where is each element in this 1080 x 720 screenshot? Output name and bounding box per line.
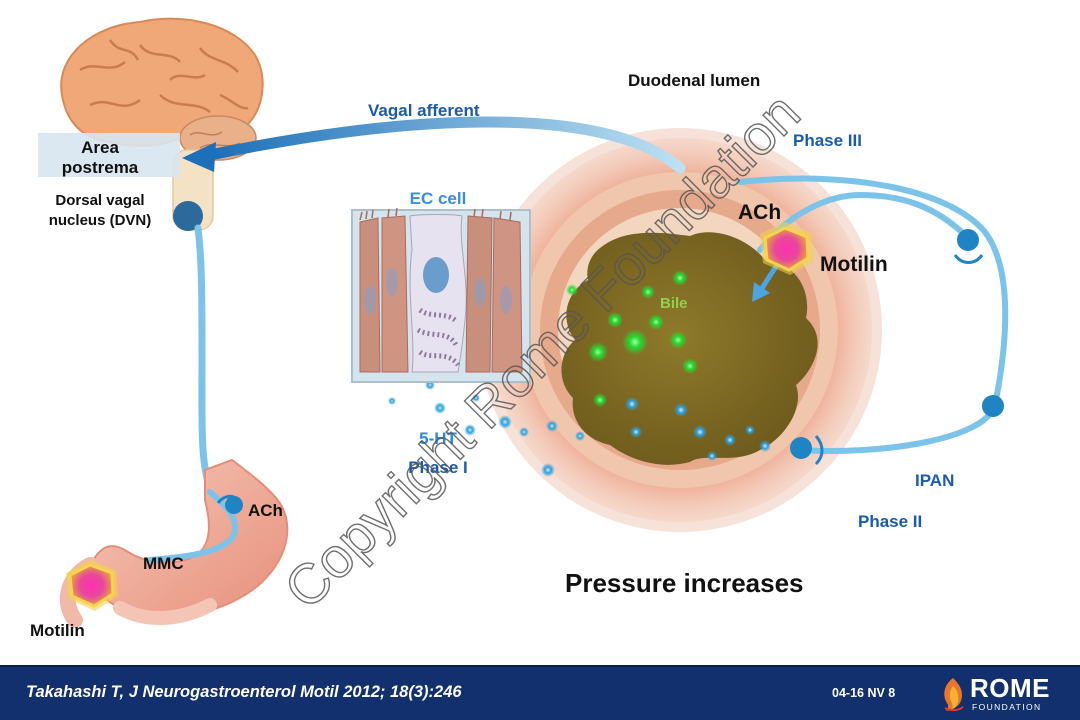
vagal-afferent-arrow (204, 116, 686, 174)
5ht-label: 5-HT (419, 429, 457, 448)
ach-top-label: ACh (738, 201, 781, 224)
logo-main-text: ROME (970, 673, 1050, 703)
pressure-increases-label: Pressure increases (565, 568, 804, 598)
ach-stomach-label: ACh (248, 501, 283, 520)
mmc-label: MMC (143, 554, 184, 573)
ipan-synapse-1 (953, 254, 984, 264)
stomach-nerve (147, 489, 238, 563)
ec-cell-label: EC cell (410, 189, 467, 208)
motilin-bottom-label: Motilin (30, 621, 85, 640)
motilin-bottom-hexagon (66, 560, 118, 611)
area-postrema-label-line1: Area (81, 138, 119, 157)
logo-sub-text: FOUNDATION (972, 702, 1042, 712)
motilin-pathway-diagram: Area postrema Dorsal vagal nucleus (DVN)… (30, 17, 1009, 640)
citation-text: Takahashi T, J Neurogastroenterol Motil … (26, 683, 462, 701)
serotonin-droplets (388, 380, 771, 477)
bile-droplets (566, 270, 698, 407)
footer-bar: Takahashi T, J Neurogastroenterol Motil … (0, 665, 1080, 720)
stomach-node (225, 496, 243, 514)
duodenal-lumen-label: Duodenal lumen (628, 71, 760, 90)
dvn-node (173, 201, 203, 231)
rome-foundation-logo: ROME FOUNDATION (936, 673, 1066, 715)
phase-3-label: Phase III (793, 131, 862, 150)
slide-code: 04-16 NV 8 (832, 686, 896, 700)
motilin-top-hexagon (760, 222, 814, 275)
ipan-node-3 (790, 437, 812, 459)
vagal-afferent-label: Vagal afferent (368, 101, 480, 120)
vagal-efferent-nerve (194, 224, 216, 496)
vagal-afferent-arrowhead (182, 142, 216, 172)
phase-2-label: Phase II (858, 512, 922, 531)
motilin-top-label: Motilin (820, 253, 888, 276)
area-postrema-highlight (38, 133, 180, 177)
ipan-node-1 (957, 229, 979, 251)
rome-flame-icon (944, 678, 964, 712)
dvn-label-line1: Dorsal vagal (55, 192, 144, 209)
ach-release-arrowhead (752, 282, 770, 302)
ipan-node-2 (982, 395, 1004, 417)
phase-1-label: Phase I (408, 458, 468, 477)
area-postrema-label-line2: postrema (62, 158, 139, 177)
brain (60, 17, 264, 231)
bile-label: Bile (660, 295, 688, 312)
ipan-synapse-3 (814, 435, 824, 466)
ec-cell-panel (351, 207, 531, 383)
dvn-label-line2: nucleus (DVN) (49, 212, 152, 229)
ipan-nerve-loop (737, 175, 1009, 454)
ipan-label: IPAN (915, 471, 954, 490)
